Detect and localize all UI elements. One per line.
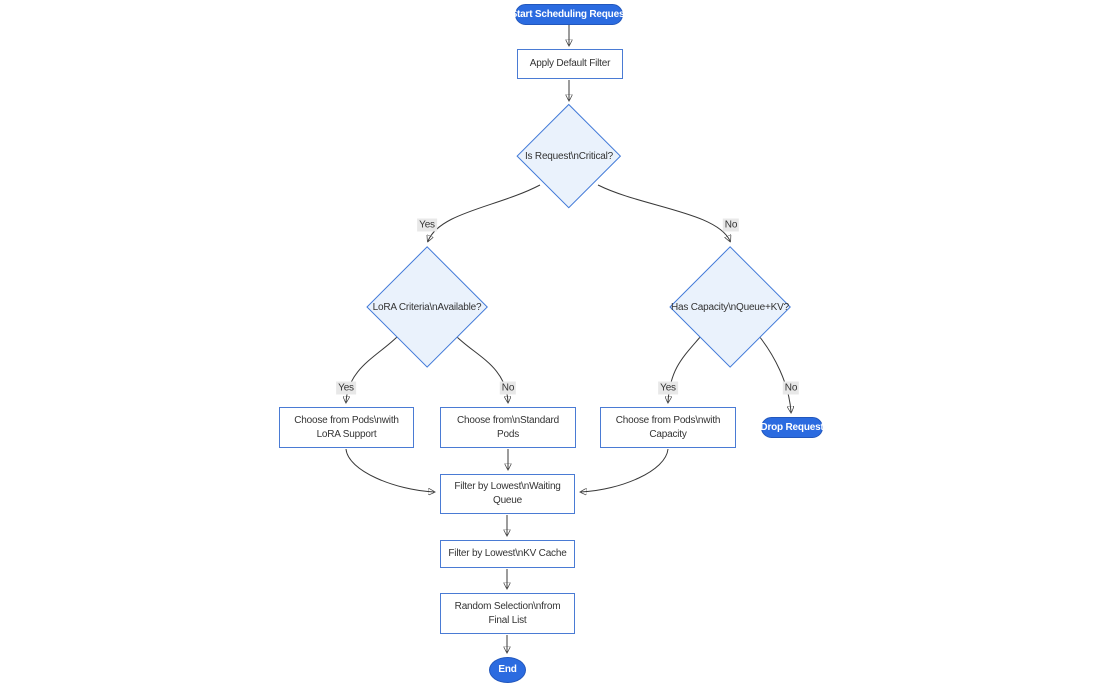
node-lora-criteria: LoRA Criteria\nAvailable?: [365, 245, 488, 368]
edge-label-capacity-no: No: [782, 381, 800, 395]
node-random-select-line1: Random Selection\nfrom: [454, 600, 561, 612]
node-is-critical-label: Is Request\nCritical?: [524, 150, 614, 162]
edge-critical-to-lora-yes: [428, 184, 541, 241]
edge-podslora-to-filterqueue: [345, 448, 434, 492]
edge-critical-to-capacity-no: [597, 184, 730, 241]
node-lora-criteria-label: LoRA Criteria\nAvailable?: [372, 301, 482, 313]
node-apply-filter: Apply Default Filter: [517, 49, 623, 79]
node-start: Start Scheduling Request: [511, 4, 628, 25]
node-random-select: Random Selection\nfrom Final List: [440, 593, 575, 634]
node-has-capacity-label: Has Capacity\nQueue+KV?: [671, 301, 789, 313]
node-pods-standard-line1: Choose from\nStandard: [457, 414, 559, 426]
edge-podscap-to-filterqueue: [581, 448, 669, 492]
node-filter-kv: Filter by Lowest\nKV Cache: [440, 540, 575, 568]
edge-label-lora-yes: Yes: [336, 381, 356, 395]
node-drop-request: Drop Request: [760, 417, 824, 438]
node-filter-kv-label: Filter by Lowest\nKV Cache: [448, 548, 567, 559]
node-drop-request-label: Drop Request: [760, 421, 824, 433]
node-pods-lora-line1: Choose from Pods\nwith: [294, 414, 399, 426]
node-is-critical: Is Request\nCritical?: [517, 104, 621, 208]
node-apply-filter-label: Apply Default Filter: [529, 58, 611, 69]
edge-label-capacity-yes: Yes: [658, 381, 678, 395]
node-pods-standard: Choose from\nStandard Pods: [440, 407, 576, 448]
node-pods-lora-line2: LoRA Support: [316, 428, 377, 440]
node-has-capacity: Has Capacity\nQueue+KV?: [668, 245, 791, 368]
edge-capacity-to-drop-no: [758, 335, 791, 412]
node-pods-standard-line2: Pods: [497, 428, 519, 440]
edge-label-critical-no: No: [722, 218, 740, 232]
node-end-label: End: [498, 664, 517, 675]
node-start-label: Start Scheduling Request: [510, 8, 628, 20]
node-filter-queue-line1: Filter by Lowest\nWaiting: [454, 481, 561, 492]
node-pods-capacity-line2: Capacity: [649, 428, 687, 440]
node-filter-queue-line2: Queue: [492, 495, 523, 506]
node-pods-lora: Choose from Pods\nwith LoRA Support: [279, 407, 414, 448]
edge-label-critical-yes: Yes: [417, 218, 437, 232]
node-filter-queue: Filter by Lowest\nWaiting Queue: [440, 474, 575, 514]
edge-label-lora-no: No: [499, 381, 517, 395]
node-random-select-line2: Final List: [488, 614, 527, 626]
node-pods-capacity: Choose from Pods\nwith Capacity: [600, 407, 736, 448]
node-pods-capacity-line1: Choose from Pods\nwith: [615, 414, 721, 426]
node-end: End: [489, 657, 526, 683]
